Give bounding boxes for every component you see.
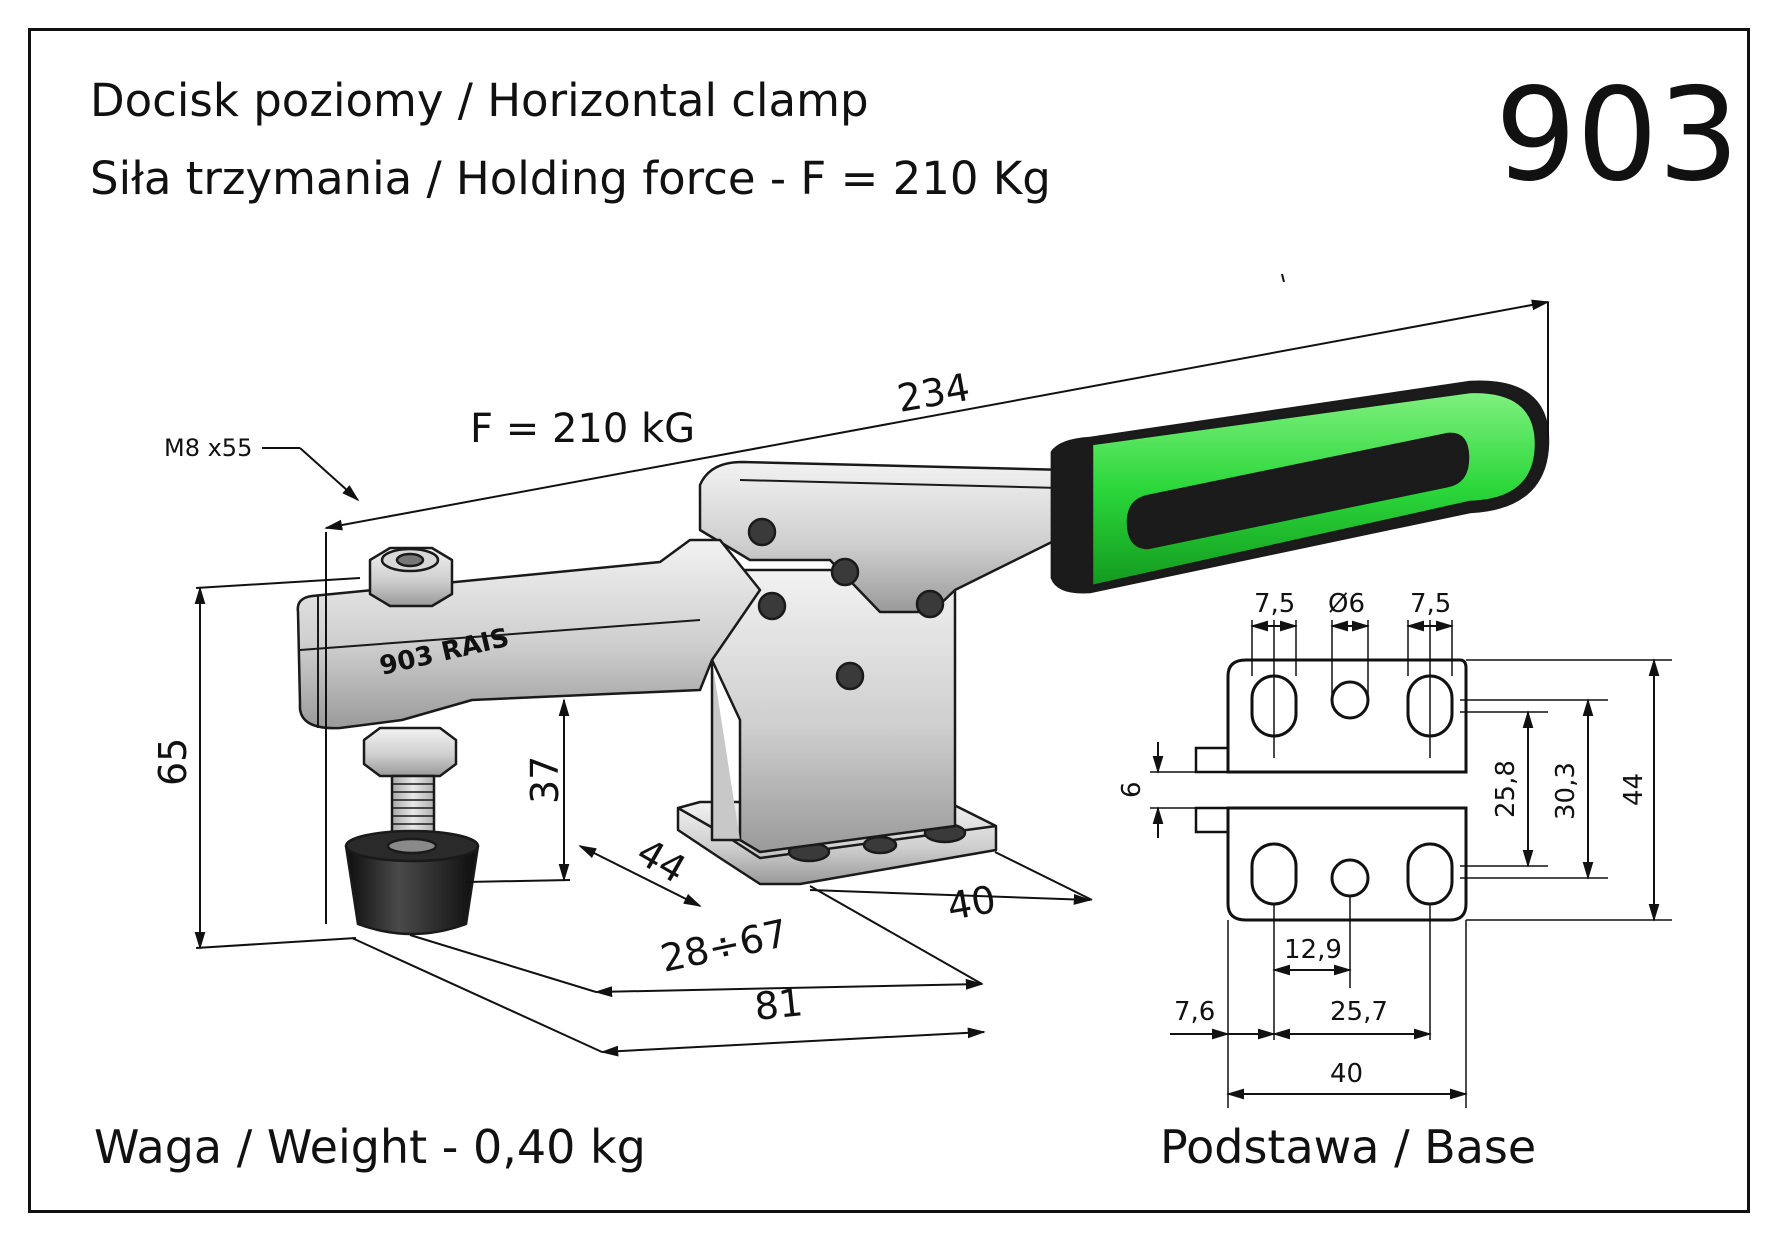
mounting-bracket xyxy=(710,568,957,854)
dim-hole-diameter: Ø6 xyxy=(1328,589,1365,619)
dim-width: 40 xyxy=(1330,1059,1363,1089)
dim-overall-length: 234 xyxy=(894,365,973,421)
base-plan-view xyxy=(1194,658,1468,922)
base-dimensions xyxy=(1150,620,1672,1108)
dim-height: 65 xyxy=(151,738,195,786)
dim-slot-left: 7,5 xyxy=(1254,589,1295,619)
mount-hole xyxy=(1330,858,1370,898)
spindle-top-nut xyxy=(368,546,454,608)
dim-slot-pitch: 25,7 xyxy=(1330,997,1388,1027)
base-plate-upper xyxy=(1226,658,1468,774)
dim-spindle-height: 37 xyxy=(523,756,567,804)
holding-force-line: Siła trzymania / Holding force - F = 210… xyxy=(90,152,1051,205)
dim-base-depth: 44 xyxy=(630,830,694,892)
title-line: Docisk poziomy / Horizontal clamp xyxy=(90,74,869,127)
mount-hole xyxy=(1330,680,1370,720)
dim-base-width: 40 xyxy=(944,877,999,929)
sheet-frame xyxy=(28,28,1750,1213)
base-view-label: Podstawa / Base xyxy=(1160,1120,1537,1174)
pivot-pins xyxy=(747,517,945,691)
dim-slot-right: 7,5 xyxy=(1410,589,1451,619)
mount-slot xyxy=(1250,842,1298,906)
base-dimension-labels: 7,5 Ø6 7,5 6 25,8 30,3 44 12,9 7,6 25,7 … xyxy=(1117,589,1649,1089)
mount-slot xyxy=(1406,842,1454,906)
handle-grip xyxy=(1050,380,1550,594)
dim-spindle-range: 28÷67 xyxy=(657,911,792,981)
dim-pitch-inner: 25,8 xyxy=(1491,760,1521,818)
clamp-dimensions xyxy=(194,273,1550,1057)
dim-edge-offset: 7,6 xyxy=(1174,997,1215,1027)
model-number: 903 xyxy=(1495,61,1740,210)
force-label: F = 210 kG xyxy=(470,406,695,452)
clamp-illustration: 903 RAIS xyxy=(296,380,1550,936)
screw-callout: M8 x55 xyxy=(164,434,252,462)
dim-pitch-outer: 30,3 xyxy=(1551,762,1581,820)
dim-center-offset: 12,9 xyxy=(1284,935,1342,965)
spindle-lock-nut xyxy=(362,726,458,778)
weight-line: Waga / Weight - 0,40 kg xyxy=(94,1120,646,1174)
rubber-spindle-foot xyxy=(344,829,480,936)
dim-reach: 81 xyxy=(752,980,805,1029)
dim-gap: 6 xyxy=(1117,781,1147,798)
dim-overall-height: 44 xyxy=(1619,773,1649,806)
base-plate-lower xyxy=(1226,806,1468,922)
clamp-arm: 903 RAIS xyxy=(296,538,762,730)
